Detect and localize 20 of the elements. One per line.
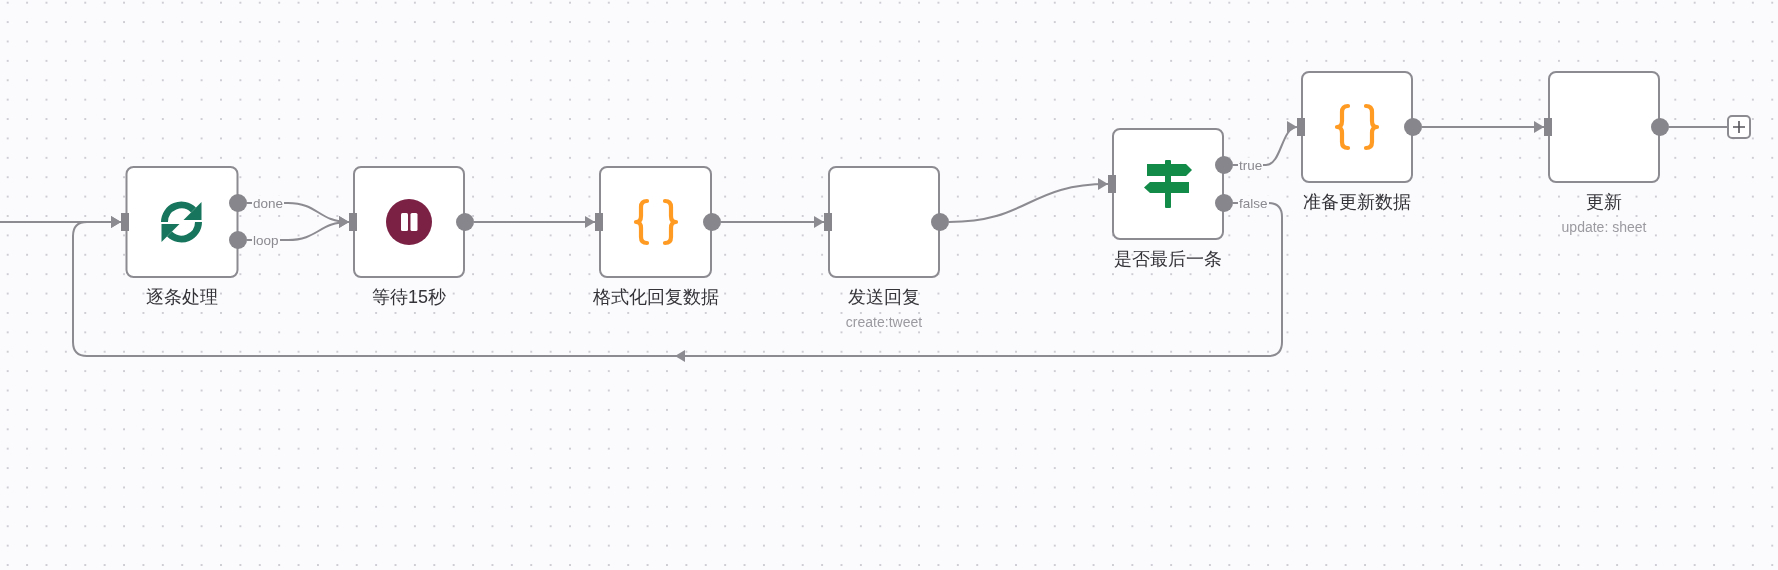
edge-label: false	[1238, 195, 1269, 211]
arrow	[1421, 121, 1545, 133]
node-title: 等待15秒	[372, 286, 446, 308]
edge-label: done	[252, 195, 285, 211]
node-title: 发送回复	[848, 286, 920, 308]
edge-label: loop	[252, 232, 280, 248]
arrow	[473, 216, 596, 228]
node-title: 格式化回复数据	[592, 286, 719, 308]
node-title: 逐条处理	[145, 286, 218, 308]
node-title: 准备更新数据	[1303, 191, 1411, 213]
node-title: 是否最后一条	[1114, 248, 1222, 270]
node-title: 更新	[1586, 191, 1622, 213]
node-subtitle: update: sheet	[1561, 218, 1647, 236]
arrow	[720, 216, 825, 228]
add-button	[1727, 115, 1751, 139]
node-subtitle: create:tweet	[845, 313, 923, 331]
loop-back-arrow	[72, 202, 1283, 362]
arrow	[948, 178, 1109, 223]
edge-label: true	[1238, 157, 1264, 173]
connector-line	[1668, 126, 1728, 128]
